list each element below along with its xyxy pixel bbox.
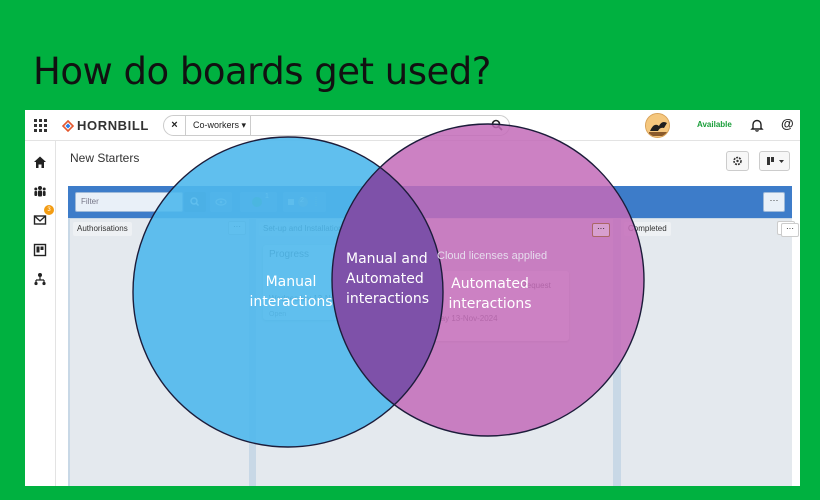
mail-count-badge: 3 [44, 205, 54, 215]
search-input[interactable] [254, 118, 484, 133]
card-title: Progress [269, 249, 310, 260]
people-icon[interactable] [33, 184, 47, 198]
mentions-icon[interactable]: @ [781, 116, 794, 131]
lane-header: Set-up and Installation [256, 219, 613, 238]
lane-more-button[interactable]: ··· [592, 223, 610, 237]
member-count: 1 [265, 193, 269, 200]
lane-title: Set-up and Installation [259, 222, 347, 236]
manual-label-text: Manual interactions [249, 274, 333, 310]
board-toolbar: Filter 1 [68, 186, 792, 218]
availability-status[interactable]: Available [697, 120, 732, 129]
search-scope-dropdown[interactable]: Co-workers ▾ [185, 116, 251, 135]
overlap-label-text: Manual and Automated interactions [346, 251, 430, 307]
board-view-dropdown[interactable] [759, 151, 790, 171]
board-filter-input[interactable]: Filter [75, 192, 183, 212]
mail-icon[interactable] [33, 213, 47, 227]
lane-authorisations: Authorisations ··· [70, 219, 249, 486]
org-chart-icon[interactable] [33, 272, 47, 286]
page-title: New Starters [70, 151, 140, 165]
next-lane-more-button[interactable]: ··· [781, 223, 799, 237]
lane-completed: Completed ··· [621, 219, 795, 486]
logo-text: HORNBILL [77, 118, 149, 133]
home-icon[interactable] [33, 155, 47, 169]
automated-label-text: Automated interactions [448, 276, 532, 312]
lane-title: Completed [624, 222, 671, 236]
search-icon [190, 197, 200, 207]
card-date: Wednesday 13-Nov-2024 [407, 314, 498, 323]
manual-label: Manual interactions [246, 272, 336, 312]
watch-toggle[interactable] [210, 192, 232, 212]
hornbill-logo[interactable]: HORNBILL [62, 118, 149, 133]
filter-search-button[interactable] [184, 192, 206, 212]
eye-icon [215, 198, 227, 206]
automated-label: Automated interactions [448, 274, 532, 314]
board-layout-icon [767, 157, 784, 165]
gear-icon [733, 156, 742, 166]
avatar-image [646, 114, 669, 137]
user-avatar[interactable] [645, 113, 670, 138]
global-search: × Co-workers ▾ [163, 115, 510, 136]
lane-header: Authorisations ··· [70, 219, 249, 238]
cloud-licenses-lane-title: Cloud licenses applied [437, 250, 548, 262]
lane-header: Completed ··· [621, 219, 795, 238]
board-more-button[interactable]: ··· [763, 192, 785, 212]
owner-count: 2 [300, 197, 304, 204]
card-status: Open [407, 330, 425, 337]
owner-avatar-icon [288, 197, 317, 207]
hornbill-logo-icon [62, 119, 74, 132]
card-status: Open [269, 311, 287, 318]
kanban-board: Filter 1 [68, 186, 795, 486]
overlap-label: Manual and Automated interactions [346, 249, 446, 309]
slide-title: How do boards get used? [33, 50, 491, 93]
apps-grid-icon[interactable] [34, 119, 47, 132]
boards-icon[interactable] [33, 243, 47, 257]
search-icon[interactable] [491, 119, 503, 131]
owner-filter-chip[interactable]: 2 [283, 192, 326, 212]
top-bar: HORNBILL × Co-workers ▾ Available @ [25, 110, 800, 141]
search-clear-button[interactable]: × [171, 119, 178, 131]
lane-title: Authorisations [73, 222, 132, 236]
member-filter-chip[interactable]: 1 [240, 192, 277, 212]
board-settings-button[interactable] [726, 151, 749, 171]
notifications-bell-icon[interactable] [750, 118, 764, 132]
lane-more-button[interactable]: ··· [228, 221, 246, 235]
member-avatar-icon [252, 197, 262, 207]
side-navigation: 3 [25, 141, 56, 486]
